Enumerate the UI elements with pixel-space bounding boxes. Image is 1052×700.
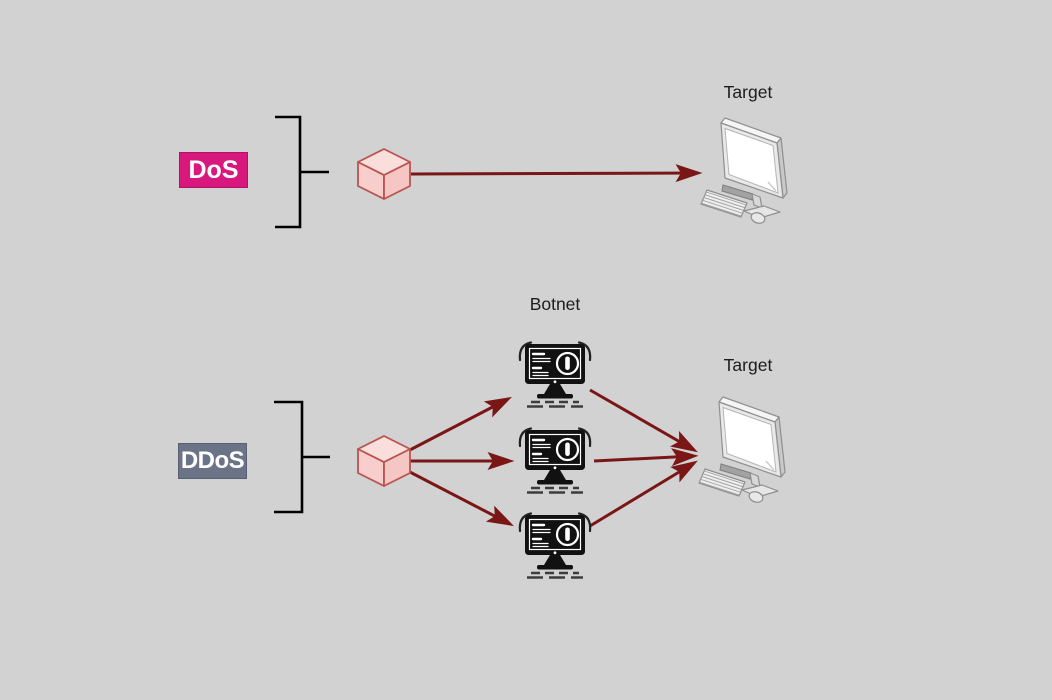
ddos-bracket — [274, 400, 330, 514]
dos-bracket — [275, 115, 329, 229]
ddos-arrow-bot-1-to-target — [589, 388, 698, 453]
ddos-attacker-cube-icon — [357, 435, 411, 487]
dos-label: DoS — [179, 152, 248, 188]
dos-target-label: Target — [723, 82, 773, 102]
botnet-label: Botnet — [529, 294, 581, 314]
ddos-target-label: Target — [723, 355, 773, 375]
dos-target-computer-icon — [700, 117, 788, 226]
dos-attack-arrow — [410, 164, 703, 183]
ddos-arrow-cube-to-bot-3 — [405, 468, 514, 527]
ddos-label: DDoS — [178, 443, 247, 479]
botnet-computer-2-icon — [518, 427, 592, 494]
ddos-arrow-cube-to-bot-1 — [405, 396, 512, 454]
dos-attacker-cube-icon — [357, 148, 411, 200]
ddos-arrow-bot-2-to-target — [593, 448, 699, 467]
botnet-computer-1-icon — [518, 341, 592, 408]
ddos-target-computer-icon — [698, 396, 786, 505]
ddos-arrow-bot-3-to-target — [589, 460, 698, 528]
botnet-computer-3-icon — [518, 512, 592, 579]
